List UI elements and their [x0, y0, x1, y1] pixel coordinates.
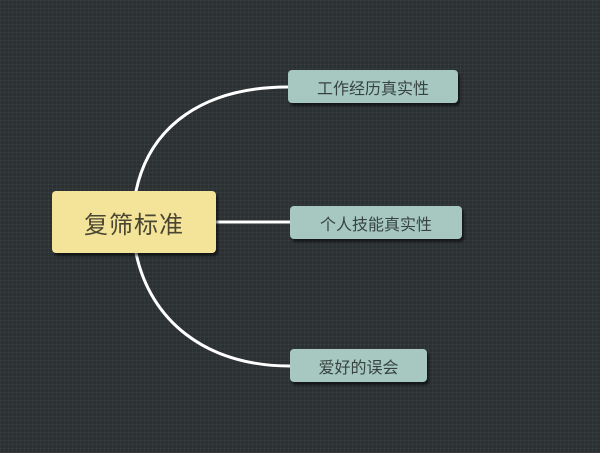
branch-topic-label: 爱好的误会: [318, 357, 399, 377]
root-topic-label: 复筛标准: [84, 210, 184, 239]
connector-branch-3: [134, 251, 292, 368]
branch-topic-label: 工作经历真实性: [316, 78, 429, 98]
branch-topic-label: 个人技能真实性: [319, 214, 432, 234]
connector-branch-1: [134, 85, 290, 193]
branch-topic-personal-skills[interactable]: 个人技能真实性: [290, 206, 462, 239]
branch-topic-work-experience[interactable]: 工作经历真实性: [288, 70, 458, 103]
branch-topic-hobbies[interactable]: 爱好的误会: [290, 349, 427, 382]
root-topic[interactable]: 复筛标准: [52, 191, 216, 253]
